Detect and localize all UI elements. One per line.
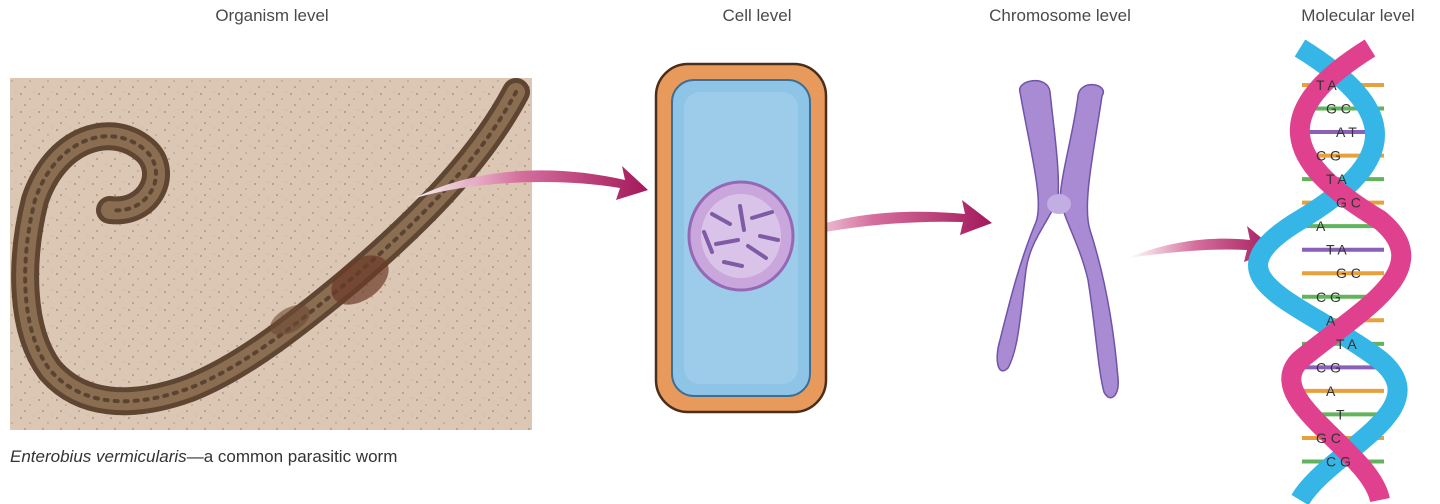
organism-level-label: Organism level: [215, 6, 329, 25]
dna-base-pair-label: C G: [1316, 289, 1341, 305]
dna-base-pair-label: C G: [1316, 148, 1341, 164]
nucleus: [687, 180, 795, 292]
chromosome-illustration: [996, 80, 1119, 399]
arrow-nucleus-to-chromosome: [775, 200, 992, 243]
species-name: Enterobius vermicularis: [10, 447, 187, 466]
dna-base-pair-label: G C: [1336, 265, 1361, 281]
dna-base-pair-label: T A: [1326, 171, 1347, 187]
dna-base-pair-label: T A: [1336, 336, 1357, 352]
molecular-level-label: Molecular level: [1301, 6, 1415, 25]
dna-base-pair-label: T A: [1326, 242, 1347, 258]
caption-description: —a common parasitic worm: [186, 447, 398, 466]
dna-base-pair-label: T: [1336, 406, 1345, 422]
cell-level-label: Cell level: [722, 6, 792, 25]
dna-base-pair-label: G C: [1316, 430, 1341, 446]
cell-illustration: [654, 62, 828, 414]
arrow-chromosome-to-dna: [1128, 226, 1276, 262]
dna-base-pair-label: C G: [1316, 359, 1341, 375]
micrograph-caption: Enterobius vermicularis—a common parasit…: [10, 447, 397, 467]
dna-base-pair-label: G C: [1336, 195, 1361, 211]
dna-base-pair-label: G C: [1326, 101, 1351, 117]
dna-base-pair-label: T A: [1316, 77, 1337, 93]
dna-base-pair-label: A: [1316, 218, 1326, 234]
dna-base-pair-label: A T: [1336, 124, 1357, 140]
worm-micrograph: [10, 78, 532, 430]
dna-base-pair-label: A: [1326, 312, 1336, 328]
worm-body: [11, 78, 530, 416]
dna-base-pair-label: C G: [1326, 453, 1351, 469]
dna-base-pair-label: A: [1326, 383, 1336, 399]
arrow-worm-to-cell: [415, 166, 648, 200]
chromosome-level-label: Chromosome level: [989, 6, 1131, 25]
